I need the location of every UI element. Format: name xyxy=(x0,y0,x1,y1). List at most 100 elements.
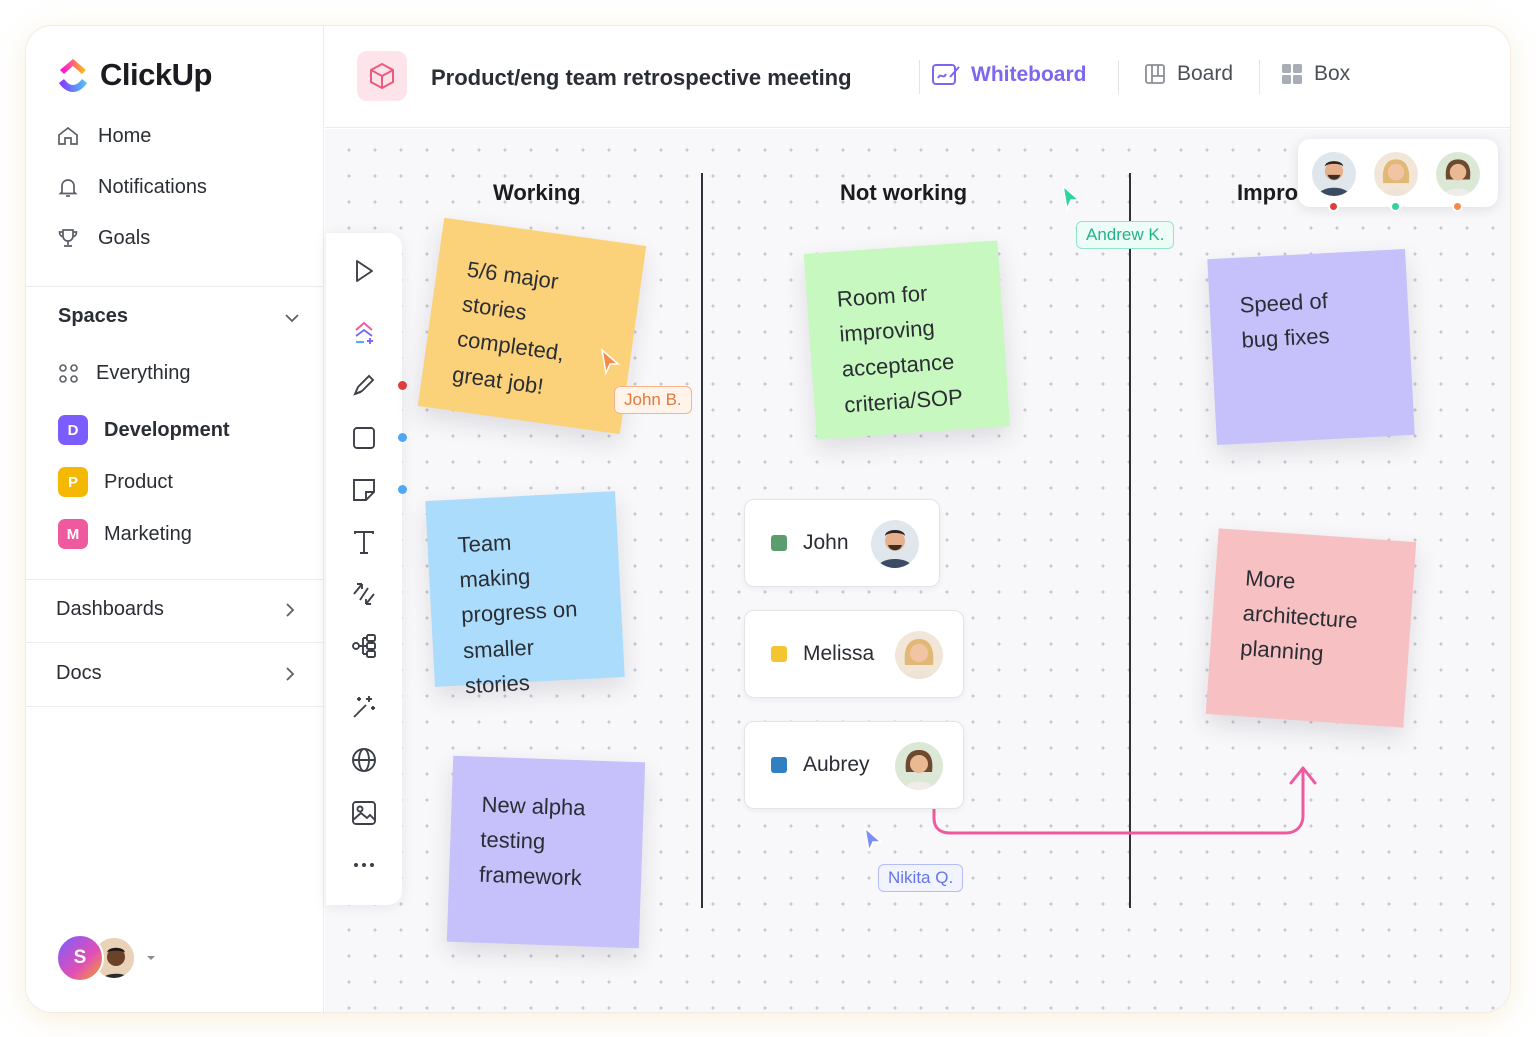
person-avatar xyxy=(895,742,943,790)
sticky-note[interactable]: Team making progress on smaller stories xyxy=(425,491,625,698)
sidebar-docs[interactable]: Docs xyxy=(56,662,300,685)
user-menu[interactable]: S xyxy=(56,934,158,982)
presence-status-dot xyxy=(1452,201,1463,212)
board-icon xyxy=(1145,64,1165,84)
sticky-note-text: 5/6 major stories completed, great job! xyxy=(450,256,566,399)
column-divider xyxy=(701,173,703,908)
cursor-icon xyxy=(863,826,883,854)
presence-status-dot xyxy=(1328,201,1339,212)
column-divider xyxy=(1129,173,1131,908)
cursor-icon xyxy=(600,348,620,376)
person-card[interactable]: John xyxy=(744,499,940,587)
pointer-tool-icon[interactable] xyxy=(350,257,378,285)
image-tool-icon[interactable] xyxy=(350,799,378,827)
pen-color-dot xyxy=(398,381,407,390)
cursor-label-john: John B. xyxy=(614,386,692,414)
sticky-note[interactable]: More architecture planning xyxy=(1205,528,1417,728)
sidebar: ClickUp Home Notifications Goals Spaces … xyxy=(26,26,324,1012)
space-badge: P xyxy=(58,467,88,497)
person-name: Melissa xyxy=(803,642,875,665)
tab-divider xyxy=(1118,60,1119,94)
presence-avatar[interactable] xyxy=(1434,150,1482,198)
sticky-note[interactable]: Speed of bug fixes xyxy=(1207,248,1415,446)
caret-down-icon xyxy=(147,956,155,960)
sticky-note-text: Team making progress on smaller stories xyxy=(456,529,578,699)
tab-board-label: Board xyxy=(1177,62,1234,85)
space-product-label: Product xyxy=(104,470,173,493)
home-icon xyxy=(58,126,78,145)
chevron-down-icon[interactable] xyxy=(282,308,302,328)
person-avatar xyxy=(871,520,919,568)
tab-box-label: Box xyxy=(1314,62,1351,85)
top-bar: Product/eng team retrospective meeting W… xyxy=(325,26,1510,128)
nav-home-label: Home xyxy=(98,124,152,147)
person-color-square xyxy=(771,646,787,662)
connector-arrow[interactable] xyxy=(916,756,1336,866)
globe-icon[interactable] xyxy=(350,746,378,774)
pen-tool-icon[interactable] xyxy=(350,371,378,399)
cursor-label-nikita: Nikita Q. xyxy=(878,864,964,892)
note-color-dot xyxy=(398,485,407,494)
person-card[interactable]: Aubrey xyxy=(744,721,964,809)
person-card[interactable]: Melissa xyxy=(744,610,964,698)
tab-divider xyxy=(1259,60,1260,94)
sticky-note-tool-icon[interactable] xyxy=(350,476,378,504)
space-marketing[interactable]: M Marketing xyxy=(58,519,192,549)
text-tool-icon[interactable] xyxy=(350,528,378,556)
space-badge: M xyxy=(58,519,88,549)
trophy-icon xyxy=(58,229,78,247)
sticky-note[interactable]: 5/6 major stories completed, great job! xyxy=(417,217,647,435)
grid-dots-icon xyxy=(59,363,78,383)
dashboards-label: Dashboards xyxy=(56,598,164,620)
space-development[interactable]: D Development xyxy=(58,415,230,445)
sidebar-dashboards[interactable]: Dashboards xyxy=(56,598,300,621)
shape-color-dot xyxy=(398,433,407,442)
nav-goals-label: Goals xyxy=(98,226,151,249)
clickup-ai-tool-icon[interactable] xyxy=(350,318,378,346)
clickup-logo-icon xyxy=(59,59,87,92)
shape-tool-icon[interactable] xyxy=(350,424,378,452)
nav-notifications[interactable]: Notifications xyxy=(56,175,207,199)
person-name: Aubrey xyxy=(803,753,870,776)
sticky-note-text: Room for improving acceptance criteria/S… xyxy=(836,280,964,418)
tab-board[interactable]: Board xyxy=(1143,62,1233,86)
magic-wand-icon[interactable] xyxy=(350,693,378,721)
tab-whiteboard[interactable]: Whiteboard xyxy=(931,62,1087,88)
clickup-logo[interactable]: ClickUp xyxy=(56,56,212,94)
sticky-note[interactable]: New alpha testing framework xyxy=(446,755,646,949)
presence-avatar[interactable] xyxy=(1372,150,1420,198)
nav-notifications-label: Notifications xyxy=(98,175,207,198)
cursor-icon xyxy=(1061,184,1081,212)
space-everything-label: Everything xyxy=(96,362,191,384)
tab-box[interactable]: Box xyxy=(1280,62,1350,86)
nav-goals[interactable]: Goals xyxy=(56,226,150,250)
user-avatar: S xyxy=(56,934,104,982)
presence-avatar[interactable] xyxy=(1310,150,1358,198)
column-title-working: Working xyxy=(493,180,581,205)
connector-tool-icon[interactable] xyxy=(350,580,378,608)
tab-whiteboard-label: Whiteboard xyxy=(971,63,1087,86)
column-title-improve: Impro xyxy=(1237,180,1299,205)
sticky-note-text: More architecture planning xyxy=(1239,565,1359,667)
sidebar-divider xyxy=(26,706,324,707)
app-window: ClickUp Home Notifications Goals Spaces … xyxy=(26,26,1510,1012)
person-color-square xyxy=(771,757,787,773)
column-title-not-working: Not working xyxy=(840,180,968,205)
mind-map-tool-icon[interactable] xyxy=(350,632,378,660)
sticky-note[interactable]: Room for improving acceptance criteria/S… xyxy=(803,240,1011,440)
space-development-label: Development xyxy=(104,418,230,441)
space-product[interactable]: P Product xyxy=(58,467,173,497)
sticky-note-text: New alpha testing framework xyxy=(478,791,586,891)
more-icon[interactable] xyxy=(350,851,378,879)
box-icon xyxy=(1282,64,1302,84)
sidebar-divider xyxy=(26,642,324,643)
docs-label: Docs xyxy=(56,662,102,684)
presence-panel xyxy=(1298,139,1498,212)
sidebar-divider xyxy=(26,286,324,287)
nav-home[interactable]: Home xyxy=(56,124,151,148)
page-title: Product/eng team retrospective meeting xyxy=(431,65,852,90)
space-everything[interactable]: Everything xyxy=(58,362,191,385)
person-name: John xyxy=(803,531,849,554)
whiteboard-icon xyxy=(932,64,960,85)
cursor-label-andrew: Andrew K. xyxy=(1076,221,1175,249)
